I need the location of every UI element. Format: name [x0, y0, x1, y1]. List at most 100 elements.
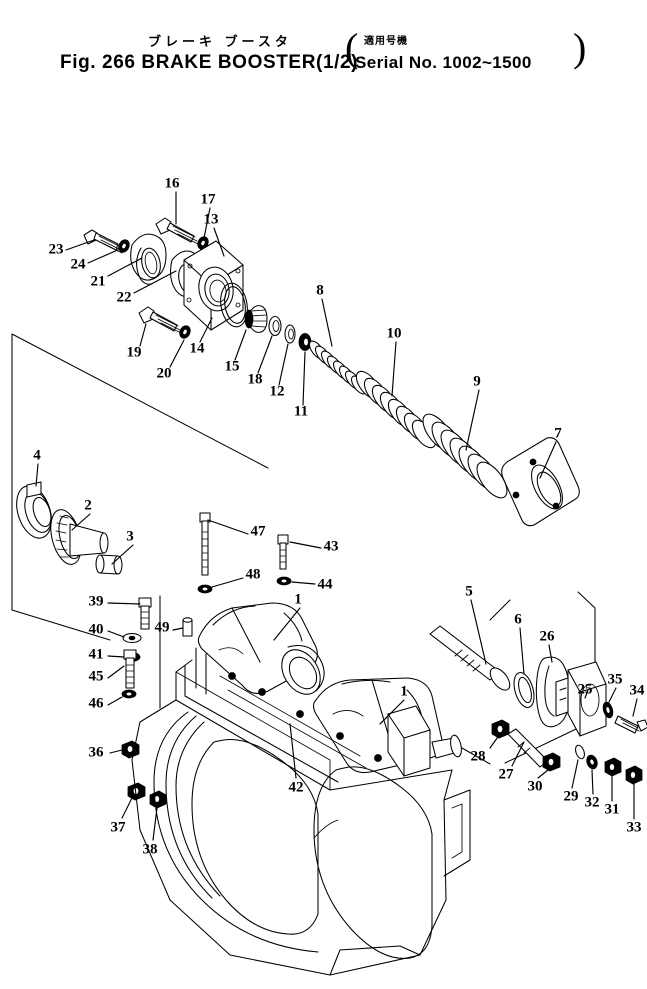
serial-number-range: Serial No. 1002~1500: [355, 53, 532, 72]
callout-label-27: 27: [498, 766, 514, 783]
part-7-cylinder: [501, 437, 580, 527]
cluster-valve-cover-assembly: [429, 625, 647, 785]
serial-paren-open: (: [345, 25, 359, 70]
part-35-washer: [602, 701, 614, 719]
callout-label-44: 44: [317, 576, 333, 593]
part-25-valve-cover: [555, 661, 607, 737]
callout-label-47: 47: [250, 523, 266, 540]
callout-label-13: 13: [203, 211, 219, 228]
callout-label-26: 26: [539, 628, 555, 645]
title-japanese: ブレーキ ブースタ: [148, 35, 292, 50]
part-4-seal-ring: [16, 481, 52, 539]
callout-label-23: 23: [48, 241, 64, 258]
callout-label-35: 35: [607, 671, 623, 688]
part-17-nut: [197, 236, 209, 250]
part-33-nut: [625, 765, 643, 785]
part-43-bolt: [277, 534, 289, 570]
part-29-washer: [575, 744, 585, 760]
part-31-nut: [604, 757, 622, 777]
callout-label-3: 3: [126, 528, 134, 545]
part-2-piston: [50, 509, 109, 565]
callout-label-45: 45: [88, 668, 104, 685]
callout-label-8: 8: [316, 282, 324, 299]
callout-label-43: 43: [323, 538, 339, 555]
callout-label-11: 11: [293, 403, 309, 420]
part-13-flange-housing: [183, 240, 244, 331]
part-5-push-rod: [429, 625, 511, 691]
cluster-case-nuts: [121, 740, 167, 809]
part-9-outer-spring: [422, 413, 508, 499]
callout-label-25: 25: [577, 681, 593, 698]
callout-label-6: 6: [514, 611, 522, 628]
part-36-nut: [121, 740, 140, 759]
callout-label-1a: 1: [294, 591, 302, 608]
callout-label-17: 17: [200, 191, 216, 208]
callout-label-42: 42: [288, 779, 304, 796]
cluster-front-cover-assembly: [83, 217, 312, 351]
part-12-washer: [284, 324, 296, 344]
part-28-nut: [491, 719, 510, 739]
part-38-nut: [149, 790, 167, 809]
part-44-washer: [276, 576, 292, 586]
cluster-piston-assembly: [16, 481, 123, 575]
part-16-bolt: [155, 217, 199, 245]
callout-label-30: 30: [527, 778, 543, 795]
callout-label-36: 36: [88, 744, 104, 761]
callout-label-9: 9: [473, 373, 481, 390]
part-48-washer: [197, 584, 213, 594]
transmission-housing-outline: [131, 699, 471, 976]
serial-paren-close: ): [573, 25, 587, 70]
callout-label-4: 4: [33, 447, 41, 464]
callout-label-7: 7: [554, 425, 562, 442]
part-19-bolt: [138, 306, 182, 334]
page-title: Fig. 266 BRAKE BOOSTER(1/2): [60, 52, 359, 73]
part-34-bolt: [614, 715, 647, 734]
callout-label-2: 2: [84, 497, 92, 514]
part-3-sleeve: [95, 554, 123, 575]
cluster-springs-and-cylinder: [308, 340, 580, 527]
callout-label-31: 31: [604, 801, 620, 818]
callout-label-29: 29: [563, 788, 579, 805]
callout-label-37: 37: [110, 819, 126, 836]
part-47-long-bolt: [199, 512, 211, 576]
part-46-washer: [121, 689, 137, 699]
part-32-washer: [586, 754, 598, 770]
callout-label-28: 28: [470, 748, 486, 765]
callout-label-19: 19: [126, 344, 142, 361]
cluster-mounting-bolts-left: [121, 597, 193, 699]
part-11-nut: [298, 333, 312, 351]
callout-label-15: 15: [224, 358, 240, 375]
part-21-retainer-ring: [130, 233, 167, 285]
callout-label-22: 22: [116, 289, 132, 306]
callout-label-12: 12: [269, 383, 285, 400]
part-14-o-ring: [220, 282, 248, 328]
callout-label-41: 41: [88, 646, 104, 663]
part-1-booster-upper: [197, 602, 325, 695]
part-39-bolt: [138, 597, 152, 630]
callout-label-38: 38: [142, 841, 158, 858]
leader-lines: [35, 191, 638, 841]
part-8-inner-spring: [308, 340, 368, 395]
callout-label-33: 33: [626, 819, 642, 836]
callout-label-32: 32: [584, 794, 600, 811]
callout-label-5: 5: [465, 583, 473, 600]
callout-label-48: 48: [245, 566, 261, 583]
part-30-nut: [542, 752, 561, 772]
callout-label-49: 49: [154, 619, 170, 636]
callout-label-18: 18: [247, 371, 263, 388]
callout-label-1b: 1: [400, 683, 408, 700]
part-45-bolt: [123, 649, 137, 689]
part-6-seal-washer: [513, 671, 535, 709]
part-18-spacer: [268, 315, 282, 337]
part-15-seal-nut: [244, 305, 268, 333]
callout-label-21: 21: [90, 273, 106, 290]
callout-label-16: 16: [164, 175, 180, 192]
part-10-middle-spring: [355, 370, 437, 449]
part-20-nut: [179, 325, 191, 339]
callout-label-34: 34: [629, 682, 645, 699]
part-49-pin: [182, 617, 193, 637]
part-40-washer: [122, 632, 142, 644]
part-1-booster-lower: [312, 677, 491, 777]
callout-label-20: 20: [156, 365, 172, 382]
